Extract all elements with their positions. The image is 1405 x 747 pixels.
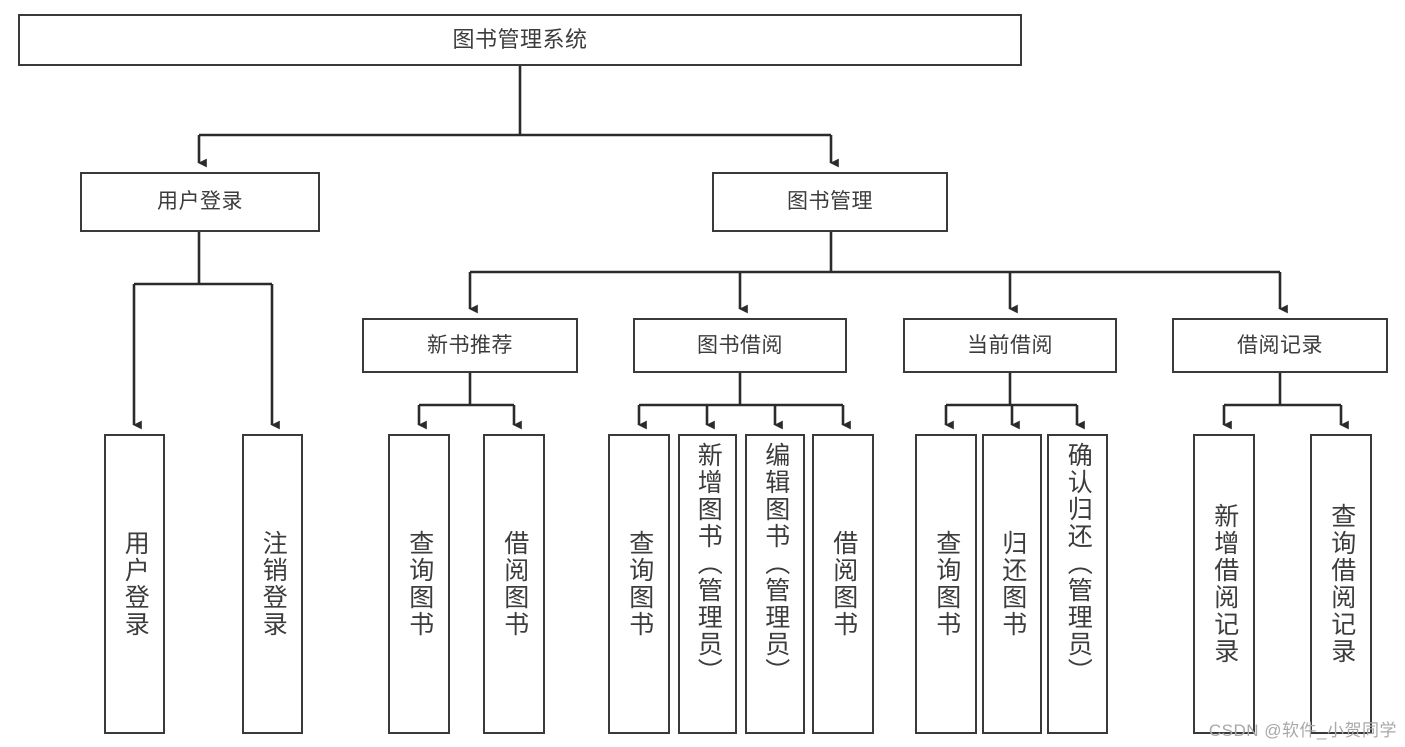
- leaf-add-book-admin[interactable]: 新增图书（管理员）: [678, 434, 737, 734]
- leaf-logout[interactable]: 注销登录: [242, 434, 303, 734]
- node-label: 注销登录: [259, 530, 288, 638]
- node-label: 借阅图书: [829, 530, 858, 638]
- node-current-borrow[interactable]: 当前借阅: [903, 318, 1117, 373]
- node-label: 当前借阅: [967, 333, 1053, 357]
- leaf-confirm-return-admin[interactable]: 确认归还（管理员）: [1047, 434, 1108, 734]
- node-user-login[interactable]: 用户登录: [80, 172, 320, 232]
- node-label: 查询图书: [405, 530, 434, 638]
- node-label: 用户登录: [157, 190, 243, 214]
- node-label: 图书借阅: [697, 333, 783, 357]
- node-new-book-recommend[interactable]: 新书推荐: [362, 318, 578, 373]
- node-label: 查询图书: [932, 530, 961, 638]
- node-label: 查询借阅记录: [1327, 503, 1356, 665]
- node-book-management[interactable]: 图书管理: [712, 172, 948, 232]
- node-label: 查询图书: [625, 530, 654, 638]
- node-label: 图书管理: [787, 190, 873, 214]
- node-book-borrow[interactable]: 图书借阅: [633, 318, 847, 373]
- leaf-edit-book-admin[interactable]: 编辑图书（管理员）: [745, 434, 805, 734]
- leaf-borrow-book[interactable]: 借阅图书: [812, 434, 874, 734]
- csdn-watermark: CSDN @软件_小贺同学: [1208, 721, 1397, 740]
- node-label: 新书推荐: [427, 333, 513, 357]
- leaf-query-book-current[interactable]: 查询图书: [915, 434, 977, 734]
- node-label: 用户登录: [121, 530, 150, 638]
- leaf-return-book[interactable]: 归还图书: [982, 434, 1042, 734]
- node-label: 新增图书（管理员）: [694, 442, 723, 685]
- leaf-query-book-recommend[interactable]: 查询图书: [388, 434, 450, 734]
- node-label: 借阅图书: [500, 530, 529, 638]
- leaf-borrow-book-recommend[interactable]: 借阅图书: [483, 434, 545, 734]
- leaf-add-borrow-record[interactable]: 新增借阅记录: [1193, 434, 1255, 734]
- node-label: 编辑图书（管理员）: [761, 442, 790, 685]
- node-label: 图书管理系统: [452, 26, 588, 52]
- node-borrow-record[interactable]: 借阅记录: [1172, 318, 1388, 373]
- leaf-query-borrow-record[interactable]: 查询借阅记录: [1310, 434, 1372, 734]
- node-book-management-system[interactable]: 图书管理系统: [18, 14, 1022, 66]
- node-label: 借阅记录: [1237, 333, 1323, 357]
- leaf-user-login[interactable]: 用户登录: [104, 434, 165, 734]
- leaf-query-book-borrow[interactable]: 查询图书: [608, 434, 670, 734]
- node-label: 归还图书: [998, 530, 1027, 638]
- node-label: 确认归还（管理员）: [1064, 442, 1093, 685]
- node-label: 新增借阅记录: [1210, 503, 1239, 665]
